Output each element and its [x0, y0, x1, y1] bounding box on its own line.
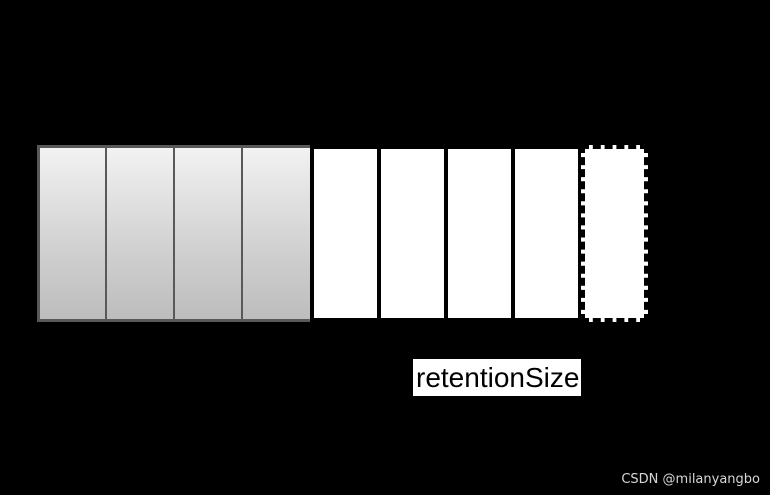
segment-block-retained-1 [37, 145, 108, 322]
segment-block-active-6 [377, 145, 448, 322]
segment-block-active-8 [511, 145, 582, 322]
segment-block-retained-4 [241, 145, 313, 322]
segment-block-active-7 [444, 145, 515, 322]
segment-block-active-5 [310, 145, 381, 322]
segment-block-retained-3 [173, 145, 243, 322]
retention-size-label: retentionSize [413, 359, 582, 396]
watermark-text: CSDN @milanyangbo [621, 472, 760, 487]
segment-block-future-9 [581, 145, 648, 322]
segment-block-retained-2 [105, 145, 175, 322]
